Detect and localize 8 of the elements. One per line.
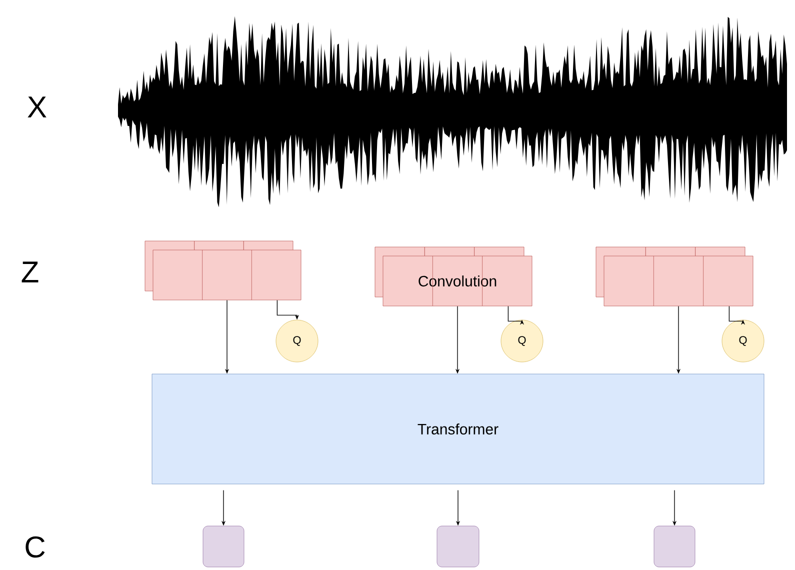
output-box: [202, 526, 244, 568]
transformer-box: Transformer: [152, 374, 764, 484]
waveform-drawing: [118, 16, 787, 208]
row-label: X: [28, 96, 46, 118]
row-label: C: [26, 536, 45, 558]
output-box: [654, 526, 696, 568]
output-box: [436, 526, 480, 568]
row-label: Z: [22, 262, 38, 282]
